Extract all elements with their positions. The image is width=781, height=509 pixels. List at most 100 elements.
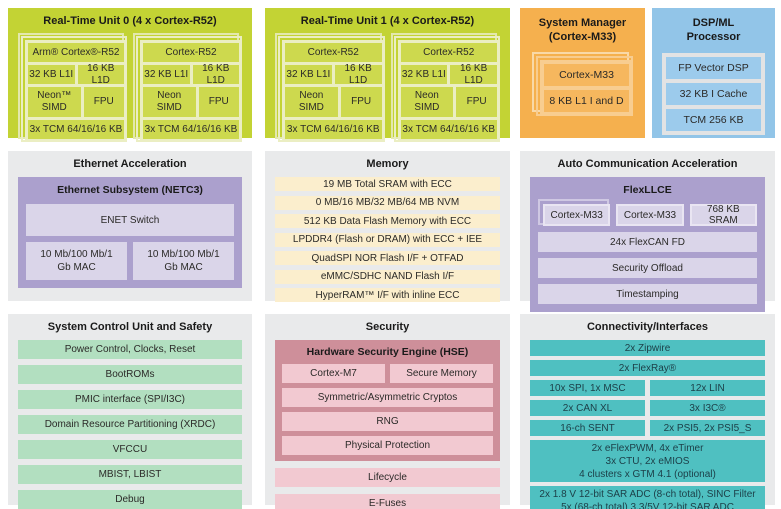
memory-row-sram: 19 MB Total SRAM with ECC <box>275 177 500 191</box>
rng-row: RNG <box>282 412 493 431</box>
efuses-row: E-Fuses <box>275 494 500 509</box>
core-name: Cortex-R52 <box>143 43 239 62</box>
lin-row: 12x LIN <box>650 380 765 396</box>
psi5-row: 2x PSI5, 2x PSI5_S <box>650 420 765 436</box>
physical-protection-row: Physical Protection <box>282 436 493 455</box>
can-xl-row: 2x CAN XL <box>530 400 645 416</box>
core-name: Cortex-R52 <box>400 43 497 62</box>
section-system-control-safety: System Control Unit and Safety Power Con… <box>8 314 252 509</box>
l1d-cache: 16 KB L1D <box>334 63 382 86</box>
bootroms-row: BootROMs <box>18 365 242 384</box>
tcm: TCM 256 KB <box>666 109 761 131</box>
block-dsp-ml-processor: DSP/ML Processor FP Vector DSP 32 KB I C… <box>652 8 775 138</box>
flexray-row: 2x FlexRay® <box>530 360 765 376</box>
memory-row-quadspi: QuadSPI NOR Flash I/F + OTFAD <box>275 251 500 265</box>
security-offload: Security Offload <box>538 258 757 278</box>
section-connectivity-interfaces: Connectivity/Interfaces 2x Zipwire 2x Fl… <box>520 314 775 509</box>
flexllce-cortex-m33: Cortex-M33 <box>537 199 611 226</box>
cortex-m33-core: Cortex-M33 <box>544 64 629 86</box>
ethernet-subsystem-title: Ethernet Subsystem (NETC3) <box>57 184 203 196</box>
rtu0-cards: Arm® Cortex®-R52 32 KB L1I 16 KB L1D Neo… <box>18 33 242 142</box>
debug-row: Debug <box>18 490 242 509</box>
block-realtime-unit-1: Real-Time Unit 1 (4 x Cortex-R52) Cortex… <box>265 8 510 142</box>
rtu1-cards: Cortex-R52 32 KB L1I 16 KB L1D Neon SIMD… <box>275 33 500 142</box>
safety-section-title: System Control Unit and Safety <box>47 321 213 333</box>
timestamping: Timestamping <box>538 284 757 304</box>
flexllce-block: FlexLLCE Cortex-M33 Cortex-M33 768 KB SR… <box>530 177 765 312</box>
tcm: 3x TCM 64/16/16 KB <box>285 120 382 139</box>
fpu: FPU <box>83 87 124 117</box>
l1d-cache: 16 KB L1D <box>192 63 239 86</box>
cpu-card-cortex-r52: Cortex-R52 32 KB L1I 16 KB L1D Neon SIMD… <box>390 33 500 142</box>
system-manager-title: System Manager (Cortex-M33) <box>538 17 627 43</box>
cryptos-row: Symmetric/Asymmetric Cryptos <box>282 388 493 407</box>
memory-row-lpddr4: LPDDR4 (Flash or DRAM) with ECC + IEE <box>275 232 500 247</box>
timers-row: 2x eFlexPWM, 4x eTimer 3x CTU, 2x eMIOS … <box>530 440 765 482</box>
realtime-unit-0-title: Real-Time Unit 0 (4 x Cortex-R52) <box>43 15 217 27</box>
adc-row: 2x 1.8 V 12-bit SAR ADC (8-ch total), SI… <box>530 486 765 509</box>
fpu: FPU <box>198 87 239 117</box>
flexllce-sram: 768 KB SRAM <box>689 204 757 226</box>
zipwire-row: 2x Zipwire <box>530 340 765 356</box>
ethernet-mac: 10 Mb/100 Mb/1 Gb MAC <box>26 242 127 280</box>
l1i-cache: 32 KB L1I <box>28 65 75 84</box>
l1i-cache: 32 KB L1I <box>285 65 332 84</box>
flexllce-title: FlexLLCE <box>623 184 672 196</box>
flexcan-fd: 24x FlexCAN FD <box>538 232 757 252</box>
core-name: Cortex-R52 <box>285 43 382 62</box>
ethernet-section-title: Ethernet Acceleration <box>73 158 187 170</box>
memory-row-emmc: eMMC/SDHC NAND Flash I/F <box>275 269 500 284</box>
ethernet-mac: 10 Mb/100 Mb/1 Gb MAC <box>133 242 234 280</box>
cpu-card-cortex-r52: Cortex-R52 32 KB L1I 16 KB L1D Neon SIMD… <box>275 33 385 142</box>
core-name: Arm® Cortex®-R52 <box>28 43 124 62</box>
power-control-row: Power Control, Clocks, Reset <box>18 340 242 359</box>
hardware-security-engine: Hardware Security Engine (HSE) Cortex-M7… <box>275 340 500 461</box>
spi-msc-row: 10x SPI, 1x MSC <box>530 380 645 396</box>
pmic-interface-row: PMIC interface (SPI/I3C) <box>18 390 242 409</box>
system-manager-card: Cortex-M33 8 KB L1 I and D <box>532 52 633 116</box>
l1i-cache: 32 KB L1I <box>400 65 448 84</box>
ethernet-subsystem: Ethernet Subsystem (NETC3) ENET Switch 1… <box>18 177 242 288</box>
block-realtime-unit-0: Real-Time Unit 0 (4 x Cortex-R52) Arm® C… <box>8 8 252 142</box>
connectivity-section-title: Connectivity/Interfaces <box>586 321 709 333</box>
dsp-ml-title: DSP/ML Processor <box>686 17 741 43</box>
fpu: FPU <box>340 87 382 117</box>
fp-vector-dsp: FP Vector DSP <box>666 57 761 79</box>
flexllce-cortex-m33: Cortex-M33 <box>616 204 684 226</box>
tcm: 3x TCM 64/16/16 KB <box>400 120 497 139</box>
cpu-card-cortex-r52: Cortex-R52 32 KB L1I 16 KB L1D Neon SIMD… <box>133 33 242 142</box>
neon-simd: Neon SIMD <box>400 87 454 117</box>
realtime-unit-1-title: Real-Time Unit 1 (4 x Cortex-R52) <box>300 15 475 27</box>
secure-memory: Secure Memory <box>390 364 493 383</box>
xrdc-row: Domain Resource Partitioning (XRDC) <box>18 415 242 434</box>
memory-row-data-flash: 512 KB Data Flash Memory with ECC <box>275 214 500 228</box>
neon-simd: Neon SIMD <box>143 87 196 117</box>
section-memory: Memory 19 MB Total SRAM with ECC 0 MB/16… <box>265 151 510 302</box>
hse-title: Hardware Security Engine (HSE) <box>306 346 469 358</box>
enet-switch: ENET Switch <box>26 204 234 236</box>
tcm: 3x TCM 64/16/16 KB <box>143 120 239 139</box>
l1-cache: 8 KB L1 I and D <box>544 90 629 112</box>
l1d-cache: 16 KB L1D <box>450 63 497 86</box>
cortex-m7: Cortex-M7 <box>282 364 385 383</box>
vfccu-row: VFCCU <box>18 440 242 459</box>
memory-row-hyperram: HyperRAM™ I/F with inline ECC <box>275 288 500 302</box>
i3c-row: 3x I3C® <box>650 400 765 416</box>
fpu: FPU <box>456 87 497 117</box>
section-ethernet-acceleration: Ethernet Acceleration Ethernet Subsystem… <box>8 151 252 301</box>
block-system-manager: System Manager (Cortex-M33) Cortex-M33 8… <box>520 8 645 138</box>
tcm: 3x TCM 64/16/16 KB <box>28 120 124 139</box>
mbist-lbist-row: MBIST, LBIST <box>18 465 242 484</box>
sent-row: 16-ch SENT <box>530 420 645 436</box>
memory-row-nvm: 0 MB/16 MB/32 MB/64 MB NVM <box>275 195 500 210</box>
memory-section-title: Memory <box>366 158 409 170</box>
i-cache: 32 KB I Cache <box>666 83 761 105</box>
lifecycle-row: Lifecycle <box>275 468 500 487</box>
dsp-card: FP Vector DSP 32 KB I Cache TCM 256 KB <box>662 53 765 135</box>
cpu-card-cortex-r52: Arm® Cortex®-R52 32 KB L1I 16 KB L1D Neo… <box>18 33 127 142</box>
section-auto-communication-acceleration: Auto Communication Acceleration FlexLLCE… <box>520 151 775 312</box>
auto-comm-section-title: Auto Communication Acceleration <box>557 158 738 170</box>
l1d-cache: 16 KB L1D <box>77 63 124 86</box>
l1i-cache: 32 KB L1I <box>143 65 190 84</box>
section-security: Security Hardware Security Engine (HSE) … <box>265 314 510 509</box>
